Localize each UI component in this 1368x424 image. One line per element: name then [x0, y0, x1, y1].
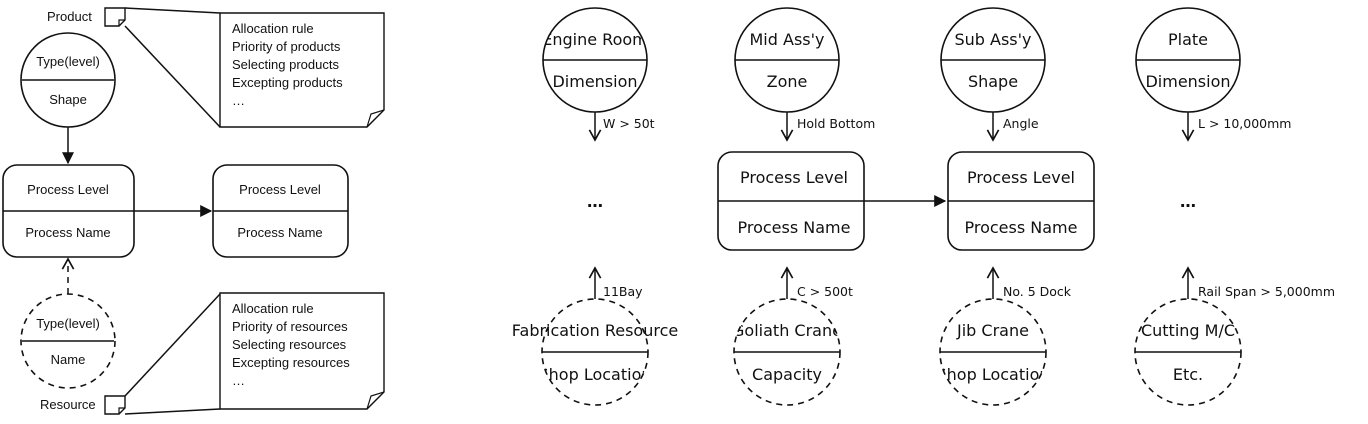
resource-type-node: Type(level) Name — [20, 293, 116, 389]
process-level-label: Process Level — [239, 182, 321, 197]
note-line: Selecting products — [232, 57, 339, 72]
resource-label: Resource — [40, 397, 96, 412]
resource-attr-label: Shop Location — [539, 365, 652, 384]
product-attr-label: Zone — [767, 72, 808, 91]
resource-rule-label: C > 500t — [797, 284, 853, 299]
resource-node: Fabrication Resource Shop Location — [512, 298, 678, 406]
product-node: Plate Dimension — [1135, 7, 1241, 113]
node-top-label: Type(level) — [36, 316, 100, 331]
product-attr-label: Dimension — [1145, 72, 1230, 91]
product-label: Product — [47, 9, 92, 24]
process-node-a: Process Level Process Name — [2, 164, 135, 258]
product-rule-label: W > 50t — [603, 116, 655, 131]
note-line: … — [232, 93, 245, 108]
product-type-node: Type(level) Shape — [20, 32, 116, 128]
product-node: Sub Ass'y Shape — [940, 7, 1046, 113]
note-line: Priority of resources — [232, 319, 348, 334]
note-line: Selecting resources — [232, 337, 347, 352]
process-level-label: Process Level — [967, 168, 1075, 187]
resource-type-label: Fabrication Resource — [512, 321, 678, 340]
resource-attr-label: Capacity — [752, 365, 822, 384]
column-2: Mid Ass'y Zone Hold Bottom Process Level… — [717, 7, 875, 406]
column-1: Engine Room Dimension W > 50t … 11Bay Fa… — [512, 7, 678, 406]
node-bottom-label: Name — [51, 352, 86, 367]
process-name-label: Process Name — [738, 218, 851, 237]
process-node: Process Level Process Name — [717, 151, 865, 251]
resource-node: Goliath Crane Capacity — [732, 298, 842, 406]
note-connector — [124, 293, 221, 397]
note-connector — [124, 25, 221, 128]
product-rule-label: L > 10,000mm — [1198, 116, 1291, 131]
product-rule-label: Angle — [1003, 116, 1039, 131]
resource-rule-label: Rail Span > 5,000mm — [1198, 284, 1335, 299]
resource-attr-label: Etc. — [1173, 365, 1203, 384]
product-rule-label: Hold Bottom — [797, 116, 875, 131]
product-type-label: Sub Ass'y — [954, 30, 1031, 49]
resource-node: Jib Crane Shop Location — [937, 298, 1050, 406]
note-connector — [124, 408, 221, 415]
note-line: … — [232, 373, 245, 388]
product-type-label: Engine Room — [542, 30, 647, 49]
ellipsis-label: … — [1180, 192, 1196, 211]
note-line: Excepting products — [232, 75, 343, 90]
ellipsis-label: … — [587, 192, 603, 211]
note-line: Excepting resources — [232, 355, 350, 370]
product-doc-icon — [104, 7, 126, 27]
resource-type-label: Jib Crane — [956, 321, 1029, 340]
note-line: Allocation rule — [232, 301, 314, 316]
column-4: Plate Dimension L > 10,000mm … Rail Span… — [1134, 7, 1335, 406]
note-connector — [124, 7, 221, 14]
product-attr-label: Shape — [968, 72, 1018, 91]
resource-rule-label: No. 5 Dock — [1003, 284, 1072, 299]
resource-note: Allocation rule Priority of resources Se… — [219, 292, 385, 410]
right-instance-model: Engine Room Dimension W > 50t … 11Bay Fa… — [512, 7, 1335, 406]
product-type-label: Plate — [1168, 30, 1208, 49]
node-top-label: Type(level) — [36, 54, 100, 69]
process-node-b: Process Level Process Name — [212, 164, 349, 258]
note-line: Priority of products — [232, 39, 341, 54]
resource-rule-label: 11Bay — [603, 284, 643, 299]
process-name-label: Process Name — [25, 225, 110, 240]
product-node: Mid Ass'y Zone — [734, 7, 840, 113]
note-line: Allocation rule — [232, 21, 314, 36]
resource-type-label: Goliath Crane — [732, 321, 842, 340]
product-attr-label: Dimension — [552, 72, 637, 91]
resource-attr-label: Shop Location — [937, 365, 1050, 384]
process-node: Process Level Process Name — [947, 151, 1095, 251]
left-metamodel: Product Allocation rule Priority of prod… — [2, 7, 385, 415]
resource-doc-icon — [104, 395, 126, 415]
resource-node: Cutting M/C Etc. — [1134, 298, 1242, 406]
process-level-label: Process Level — [27, 182, 109, 197]
node-bottom-label: Shape — [49, 92, 87, 107]
process-name-label: Process Name — [965, 218, 1078, 237]
product-note: Allocation rule Priority of products Sel… — [219, 12, 385, 128]
resource-type-label: Cutting M/C — [1141, 321, 1235, 340]
column-3: Sub Ass'y Shape Angle Process Level Proc… — [937, 7, 1095, 406]
product-node: Engine Room Dimension — [542, 7, 648, 113]
process-level-label: Process Level — [740, 168, 848, 187]
process-name-label: Process Name — [237, 225, 322, 240]
product-type-label: Mid Ass'y — [750, 30, 825, 49]
